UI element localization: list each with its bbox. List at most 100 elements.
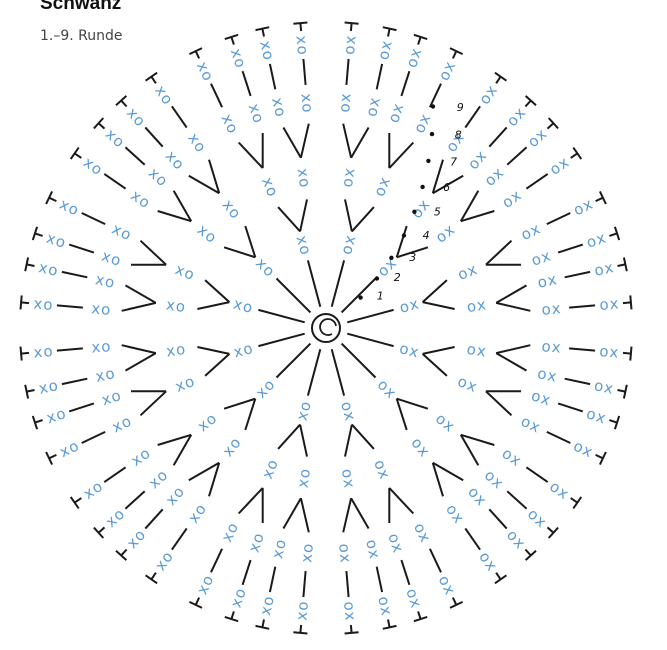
branch-line [351, 206, 375, 233]
branch-line [268, 63, 277, 90]
stitch-o: o [43, 295, 54, 314]
stitch-symbol: xo [109, 220, 134, 244]
stitch-x: x [292, 35, 311, 45]
branch-line [464, 105, 481, 129]
stitch-symbol: xo [44, 404, 68, 427]
stitch-symbol: xo [524, 125, 550, 151]
trunk-line [306, 260, 322, 307]
stitch-o: o [295, 177, 314, 189]
branch-line [395, 225, 408, 258]
stitch-x: x [37, 378, 50, 397]
trunk-line [330, 349, 346, 396]
branch-line [595, 453, 604, 460]
stitch-symbol: xo [173, 260, 197, 284]
stitch-o: o [536, 272, 549, 292]
branch-line [617, 263, 626, 267]
branch-line [495, 344, 531, 355]
stitch-symbol: xo [109, 412, 134, 436]
branch-line [400, 559, 411, 586]
branch-line [485, 390, 513, 417]
end-cap [613, 226, 621, 241]
branch-line [451, 597, 458, 606]
stitch-symbol: xo [464, 147, 490, 173]
stitch-symbol: xo [231, 295, 254, 317]
stitch-o: o [175, 297, 187, 316]
stitch-symbol: xo [546, 153, 572, 179]
stitch-symbol: xo [37, 258, 59, 280]
stitch-o: o [47, 260, 60, 280]
branch-line [124, 284, 157, 304]
stitch-symbol: xo [37, 376, 59, 398]
stitch-symbol: xo [464, 483, 490, 509]
stitch-symbol: xo [338, 468, 359, 490]
branch-line [525, 466, 549, 483]
stitch-o: o [258, 595, 278, 608]
branch-line [171, 527, 188, 551]
stitch-symbol: xo [218, 111, 242, 136]
end-cap [622, 384, 628, 399]
stitch-x: x [292, 611, 311, 621]
branch-line [103, 173, 127, 190]
branch-line [21, 301, 30, 305]
branch-line [48, 196, 57, 203]
stitch-symbol: xo [218, 520, 242, 545]
stitch-o: o [175, 340, 187, 359]
round-number-label: 1 [377, 290, 384, 303]
end-cap [224, 615, 239, 623]
stitch-symbol: xo [410, 111, 434, 136]
branch-line [121, 301, 157, 312]
branch-line [194, 50, 201, 59]
stitch-symbol: xo [292, 35, 312, 55]
end-cap [449, 600, 464, 609]
branch-line [299, 199, 308, 232]
stitch-o: o [47, 376, 60, 396]
stitch-o: o [270, 105, 290, 118]
stitch-o: o [270, 538, 290, 551]
trunk-line [275, 277, 312, 314]
stitch-symbol: xo [335, 543, 355, 564]
branch-line [144, 508, 164, 530]
branch-line [302, 571, 307, 598]
branch-line [388, 487, 415, 515]
stitch-symbol: xo [524, 505, 550, 531]
branch-line [121, 344, 157, 355]
stitch-x: x [297, 553, 316, 563]
stitch-x: x [376, 604, 395, 617]
stitch-symbol: xo [455, 372, 479, 396]
branch-line [172, 434, 193, 466]
end-cap [24, 257, 30, 272]
stitch-o: o [340, 601, 359, 612]
stitch-o: o [335, 102, 354, 113]
stitch-symbol: xo [584, 229, 608, 252]
stitch-x: x [165, 341, 177, 360]
stitch-x: x [294, 478, 313, 490]
trunk-line [306, 349, 322, 396]
stitch-x: x [297, 93, 316, 103]
end-cap [31, 226, 39, 241]
stitch-symbol: xo [481, 164, 507, 190]
stitch-symbol: xo [268, 96, 290, 118]
stitch-x: x [165, 296, 177, 315]
branch-line [524, 548, 532, 557]
stitch-symbol: xo [145, 164, 171, 190]
branch-line [495, 284, 528, 304]
branch-line [282, 497, 302, 530]
branch-line [210, 83, 224, 108]
round-number-label: 7 [450, 155, 457, 168]
stitch-symbol: xo [80, 153, 106, 179]
branch-line [387, 28, 391, 37]
stitch-symbol: xo [374, 39, 396, 61]
branch-line [74, 152, 82, 159]
stitch-symbol: xo [432, 409, 458, 435]
stitch-o: o [298, 543, 317, 554]
stitch-symbol: xo [503, 526, 529, 552]
branch-line [197, 346, 230, 355]
end-cap [188, 600, 203, 609]
branch-line [299, 23, 303, 32]
stitch-symbol: xo [398, 295, 421, 317]
stitch-o: o [103, 364, 116, 384]
stitch-o: o [293, 601, 312, 612]
stitch-o: o [593, 376, 606, 396]
